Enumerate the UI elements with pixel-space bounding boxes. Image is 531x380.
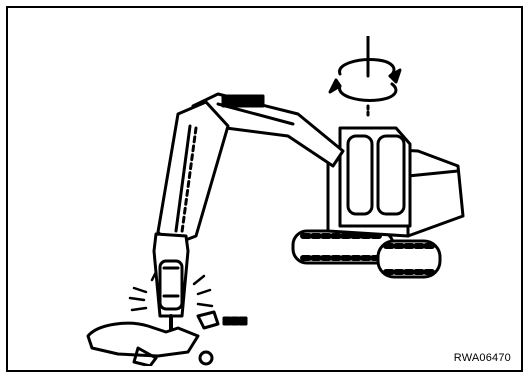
- figure-frame: RWA06470: [6, 6, 523, 372]
- rock-debris: [88, 312, 246, 366]
- swing-rotation-icon: [330, 36, 400, 118]
- excavator-breaker-illustration: [78, 36, 478, 366]
- figure-reference-code: RWA06470: [454, 352, 511, 364]
- arm: [158, 102, 228, 246]
- crawler-tracks: [293, 231, 440, 277]
- hydraulic-breaker: [154, 234, 188, 336]
- operator-cab: [340, 128, 410, 226]
